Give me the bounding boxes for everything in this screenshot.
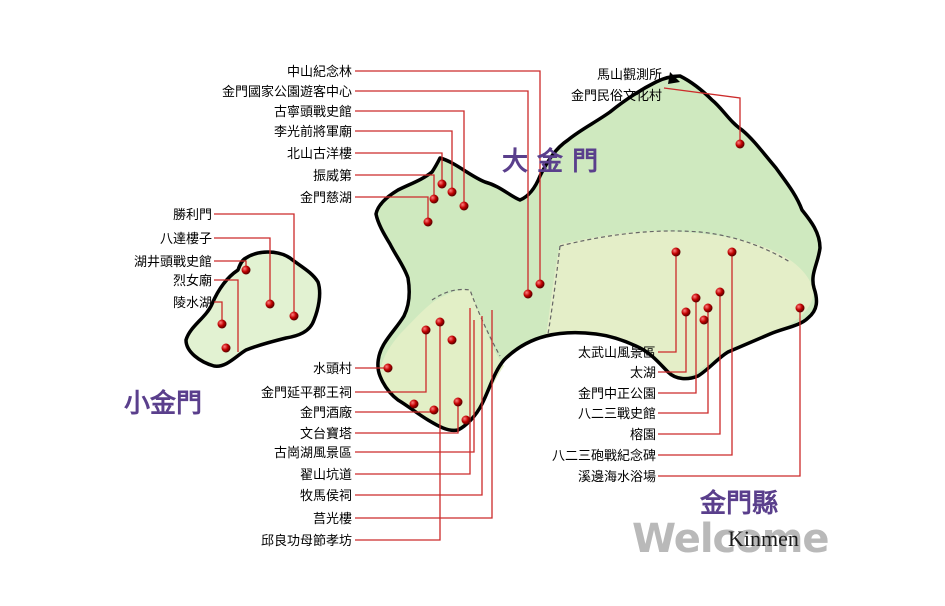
- label-zhongshan-forest: 中山紀念林: [287, 64, 352, 80]
- label-group-west: 中山紀念林 金門國家公園遊客中心 古寧頭戰史館 李光前將軍廟 北山古洋樓 振威第…: [222, 64, 352, 206]
- label-juguang-building: 莒光樓: [313, 512, 352, 527]
- leader-lines: [214, 70, 801, 541]
- observation-marker-icon: [668, 72, 680, 84]
- label-wentai-pagoda: 文台寶塔: [300, 426, 352, 442]
- label-823-monument: 八二三砲戰紀念碑: [552, 448, 656, 464]
- label-xibian-beach: 溪邊海水浴場: [578, 470, 656, 485]
- landmark-dots: [217, 139, 805, 425]
- label-group-northeast: 馬山觀測所 金門民俗文化村: [571, 68, 662, 104]
- county-title: 金門縣: [699, 488, 778, 519]
- label-shuitou-village: 水頭村: [313, 362, 352, 377]
- label-folk-village: 金門民俗文化村: [571, 88, 662, 104]
- label-shengli-gate: 勝利門: [173, 208, 212, 223]
- label-qiu-liang-gong: 邱良功母節孝坊: [261, 533, 352, 549]
- label-group-southwest: 水頭村 金門延平郡王祠 金門酒廠 文台寶塔 古崗湖風景區 翟山坑道 牧馬侯祠 莒…: [261, 362, 352, 549]
- label-group-east: 太武山風景區 太湖 金門中正公園 八二三戰史館 榕園 八二三砲戰紀念碑 溪邊海水…: [552, 346, 656, 485]
- label-yanping-temple: 金門延平郡王祠: [261, 385, 352, 401]
- label-lienu-temple: 烈女廟: [173, 273, 212, 289]
- label-823-museum: 八二三戰史館: [578, 407, 656, 422]
- label-winery: 金門酒廠: [300, 405, 352, 421]
- label-zhenweidi: 振威第: [313, 169, 352, 184]
- label-group-little-kinmen: 勝利門 八達樓子 湖井頭戰史館 烈女廟 陵水湖: [134, 208, 212, 311]
- label-lingshui-lake: 陵水湖: [173, 296, 212, 311]
- label-rong-garden: 榕園: [630, 428, 656, 443]
- label-guguanghu: 古崗湖風景區: [274, 446, 352, 461]
- welcome-watermark: Welcome: [632, 516, 829, 562]
- region-little-kinmen: 小金門: [124, 388, 202, 419]
- label-zhongzheng-park: 金門中正公園: [578, 386, 656, 402]
- label-taiwushan: 太武山風景區: [578, 346, 656, 361]
- label-jinmen-cihu: 金門慈湖: [300, 190, 352, 206]
- label-taihu: 太湖: [630, 366, 656, 381]
- region-big-kinmen: 大 金 門: [502, 146, 598, 177]
- label-bada-building: 八達樓子: [160, 232, 212, 247]
- kinmen-caption: Kinmen: [728, 526, 799, 551]
- label-guningtou-museum: 古寧頭戰史館: [274, 104, 352, 120]
- big-kinmen-island: [374, 74, 822, 433]
- label-zhaishan-tunnel: 翟山坑道: [300, 468, 352, 483]
- label-mashan-station: 馬山觀測所: [597, 68, 662, 83]
- label-muma-temple: 牧馬侯祠: [300, 489, 352, 504]
- label-li-guangqian-temple: 李光前將軍廟: [274, 124, 352, 140]
- label-beishan-house: 北山古洋樓: [287, 147, 352, 162]
- little-kinmen-island: [184, 250, 322, 368]
- label-visitor-center: 金門國家公園遊客中心: [222, 84, 352, 100]
- label-hujingtou-museum: 湖井頭戰史館: [134, 255, 212, 270]
